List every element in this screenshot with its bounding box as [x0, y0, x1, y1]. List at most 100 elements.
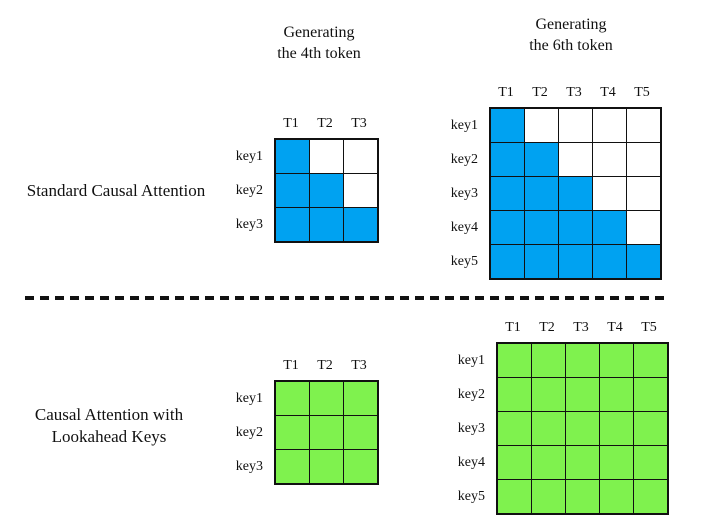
masked-cell [627, 143, 660, 176]
attended-cell [498, 378, 531, 411]
attended-cell [634, 378, 667, 411]
masked-cell [559, 143, 592, 176]
title-generating-4th-token: Generating the 4th token [277, 22, 361, 64]
dashed-divider [25, 296, 669, 300]
row-label-key2: key2 [457, 387, 485, 402]
attended-cell [566, 480, 599, 513]
row-labels: key1 key2 key3 [193, 140, 263, 242]
masked-cell [627, 211, 660, 244]
attended-cell [276, 382, 309, 415]
masked-cell [593, 143, 626, 176]
attended-cell [344, 450, 377, 483]
attended-cell [532, 446, 565, 479]
section-label-line-1: Causal Attention with [34, 405, 184, 424]
column-header-t3: T3 [351, 358, 367, 373]
masked-cell [627, 177, 660, 210]
attended-cell [525, 177, 558, 210]
column-header-t2: T2 [317, 116, 333, 131]
attended-cell [532, 412, 565, 445]
attended-cell [310, 382, 343, 415]
title-line-2: the 4th token [277, 45, 361, 62]
column-header-t5: T5 [641, 320, 657, 335]
column-header-t1: T1 [283, 358, 299, 373]
row-label-key2: key2 [235, 183, 263, 198]
column-header-t2: T2 [532, 85, 548, 100]
attended-cell [310, 450, 343, 483]
attended-cell [344, 208, 377, 241]
column-header-t4: T4 [607, 320, 623, 335]
attended-cell [634, 344, 667, 377]
masked-cell [344, 140, 377, 173]
attended-cell [344, 416, 377, 449]
row-label-key1: key1 [235, 391, 263, 406]
column-header-t5: T5 [634, 85, 650, 100]
section-label-line-2: Lookahead Keys [51, 427, 167, 446]
attended-cell [344, 382, 377, 415]
attended-cell [634, 446, 667, 479]
attended-cell [634, 480, 667, 513]
row-label-key3: key3 [235, 459, 263, 474]
attention-mask-cells [274, 380, 379, 485]
attended-cell [566, 378, 599, 411]
column-header-t2: T2 [539, 320, 555, 335]
row-label-key3: key3 [235, 217, 263, 232]
section-label-standard-causal-attention: Standard Causal Attention [27, 180, 205, 202]
row-labels: key1 key2 key3 [193, 382, 263, 484]
masked-cell [559, 109, 592, 142]
attended-cell [559, 245, 592, 278]
attended-cell [627, 245, 660, 278]
attended-cell [600, 378, 633, 411]
section-label-causal-attention-lookahead-keys: Causal Attention with Lookahead Keys [35, 404, 183, 448]
column-header-t3: T3 [566, 85, 582, 100]
attended-cell [525, 245, 558, 278]
row-labels: key1 key2 key3 key4 key5 [408, 109, 478, 279]
column-header-t1: T1 [498, 85, 514, 100]
title-line-1: Generating [283, 24, 355, 41]
masked-cell [593, 109, 626, 142]
row-label-key5: key5 [450, 254, 478, 269]
row-label-key2: key2 [235, 425, 263, 440]
attended-cell [491, 211, 524, 244]
attended-cell [276, 208, 309, 241]
attended-cell [491, 143, 524, 176]
attended-cell [634, 412, 667, 445]
column-header-t3: T3 [573, 320, 589, 335]
attended-cell [566, 446, 599, 479]
attended-cell [593, 211, 626, 244]
attended-cell [276, 140, 309, 173]
attended-cell [310, 208, 343, 241]
masked-cell [344, 174, 377, 207]
attended-cell [600, 446, 633, 479]
attended-cell [593, 245, 626, 278]
title-line-2: the 6th token [529, 37, 613, 54]
section-label-line: Standard Causal Attention [26, 181, 206, 200]
row-label-key4: key4 [450, 220, 478, 235]
title-generating-6th-token: Generating the 6th token [529, 14, 613, 56]
attended-cell [498, 446, 531, 479]
attended-cell [491, 245, 524, 278]
attended-cell [559, 211, 592, 244]
attended-cell [525, 143, 558, 176]
attended-cell [498, 480, 531, 513]
row-label-key3: key3 [450, 186, 478, 201]
row-label-key1: key1 [457, 353, 485, 368]
attended-cell [276, 416, 309, 449]
row-label-key1: key1 [235, 149, 263, 164]
attended-cell [559, 177, 592, 210]
row-label-key2: key2 [450, 152, 478, 167]
attended-cell [532, 344, 565, 377]
masked-cell [525, 109, 558, 142]
row-label-key1: key1 [450, 118, 478, 133]
title-line-1: Generating [535, 16, 607, 33]
attended-cell [276, 174, 309, 207]
masked-cell [310, 140, 343, 173]
